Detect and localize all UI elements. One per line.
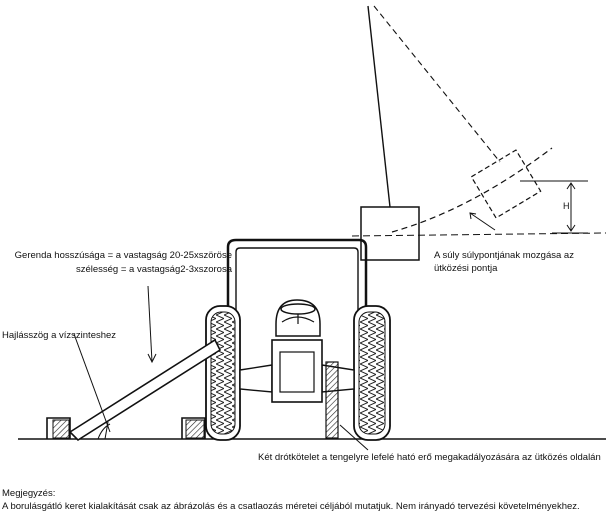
beam-support	[104, 421, 109, 440]
weight-motion-path	[391, 147, 553, 233]
height-label: H	[563, 201, 570, 211]
drawbar-housing	[279, 351, 315, 393]
left-block	[46, 417, 71, 439]
height-arrow-bottom	[566, 224, 576, 232]
height-arrow-top	[566, 182, 576, 190]
restraint-cables	[325, 361, 339, 439]
rear-axle	[239, 364, 273, 393]
tractor	[205, 238, 391, 451]
cables-label: Két drótkötelet a tengelyre lefelé ható …	[258, 452, 601, 463]
pendulum-weight	[360, 206, 420, 261]
cable-pointer	[339, 424, 369, 451]
pointer-to-path	[469, 212, 496, 231]
weight-motion-label-2: ütközési pontja	[434, 263, 498, 274]
beam-pointer-arrow	[147, 353, 157, 364]
angle-pointer	[73, 333, 111, 433]
tilt-angle-label: Hajlásszög a vízszinteshez	[2, 330, 117, 341]
pendulum	[351, 5, 606, 261]
angle-arc	[97, 423, 111, 440]
pendulum-arm-rest	[367, 5, 391, 208]
rollover-frame-inner	[235, 247, 359, 318]
beam-length-label: Gerenda hosszúsága = a vastagság 20-25xs…	[14, 250, 232, 261]
beam-pointer	[147, 285, 153, 363]
left-tyre-tread	[210, 311, 236, 435]
ground-beam-setup	[46, 285, 222, 442]
tilt-beam	[68, 338, 222, 442]
right-tyre-tread	[358, 311, 386, 435]
note-title: Megjegyzés:	[2, 488, 56, 499]
weight-motion-label-1: A súly súlypontjának mozgása az	[434, 250, 574, 261]
pointer-arrowhead	[469, 212, 477, 220]
left-block-fill	[52, 419, 70, 439]
pendulum-arm-raised	[373, 5, 501, 163]
right-block	[181, 417, 206, 439]
pendulum-weight-raised	[470, 149, 542, 219]
rollover-frame	[226, 238, 368, 318]
steering-wheel	[280, 303, 316, 315]
note-text: A borulásgátló keret kialakítását csak a…	[2, 501, 580, 512]
beam-width-label: szélesség = a vastagság2-3xszorosa	[75, 264, 232, 275]
right-block-fill	[185, 419, 205, 439]
